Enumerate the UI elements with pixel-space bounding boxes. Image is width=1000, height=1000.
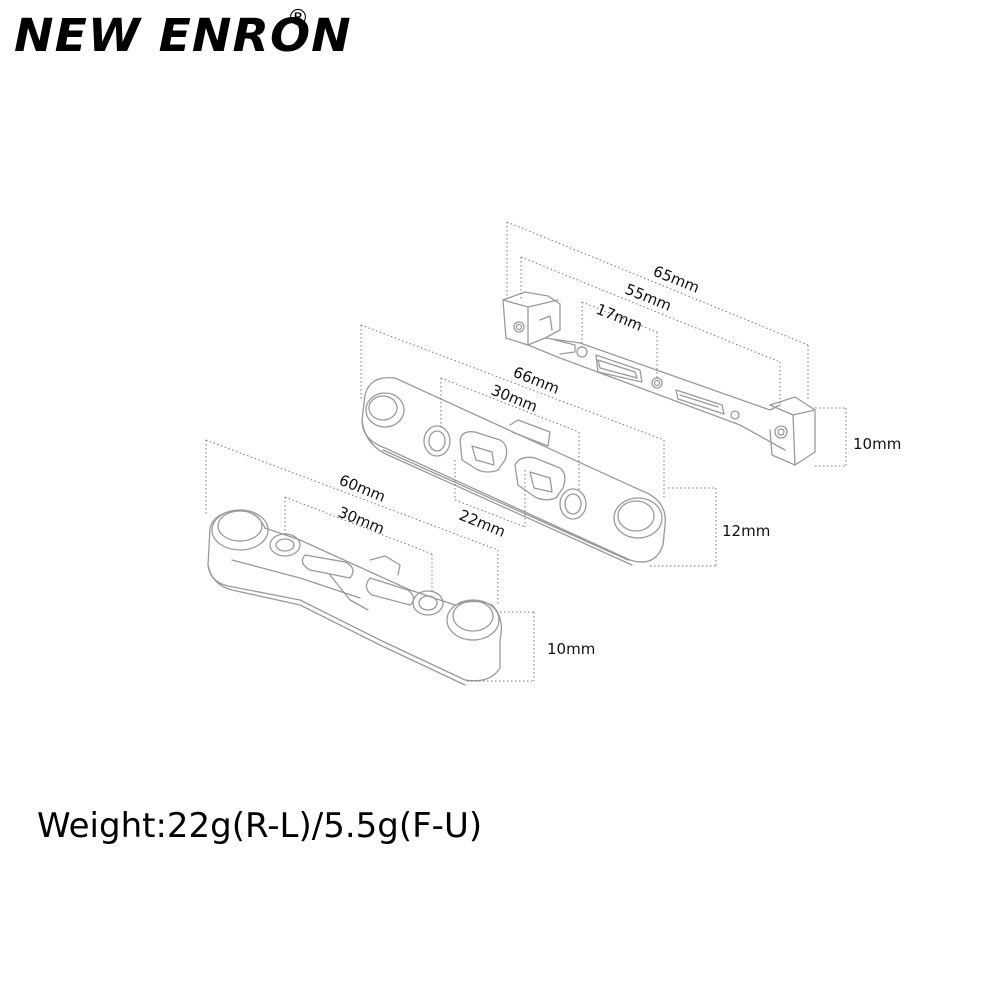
middle-height-label: 12mm — [722, 522, 770, 540]
brand-logo: NEW ENRON — [14, 9, 352, 62]
weight-label: Weight:22g(R-L)/5.5g(F-U) — [37, 806, 483, 846]
top-height-label: 10mm — [853, 435, 901, 453]
middle-mount-part — [361, 376, 666, 566]
bottom-length-label: 60mm — [337, 471, 389, 506]
bottom-mount-part — [207, 509, 503, 686]
middle-slot-spacing-label: 22mm — [457, 506, 509, 541]
top-mount-part — [502, 291, 816, 466]
bottom-hole-spacing-label: 30mm — [336, 503, 388, 538]
bottom-height-label: 10mm — [547, 640, 595, 658]
top-length-inner-label: 55mm — [623, 280, 675, 315]
registered-mark: ® — [287, 6, 309, 31]
top-slot-label: 17mm — [594, 300, 646, 335]
